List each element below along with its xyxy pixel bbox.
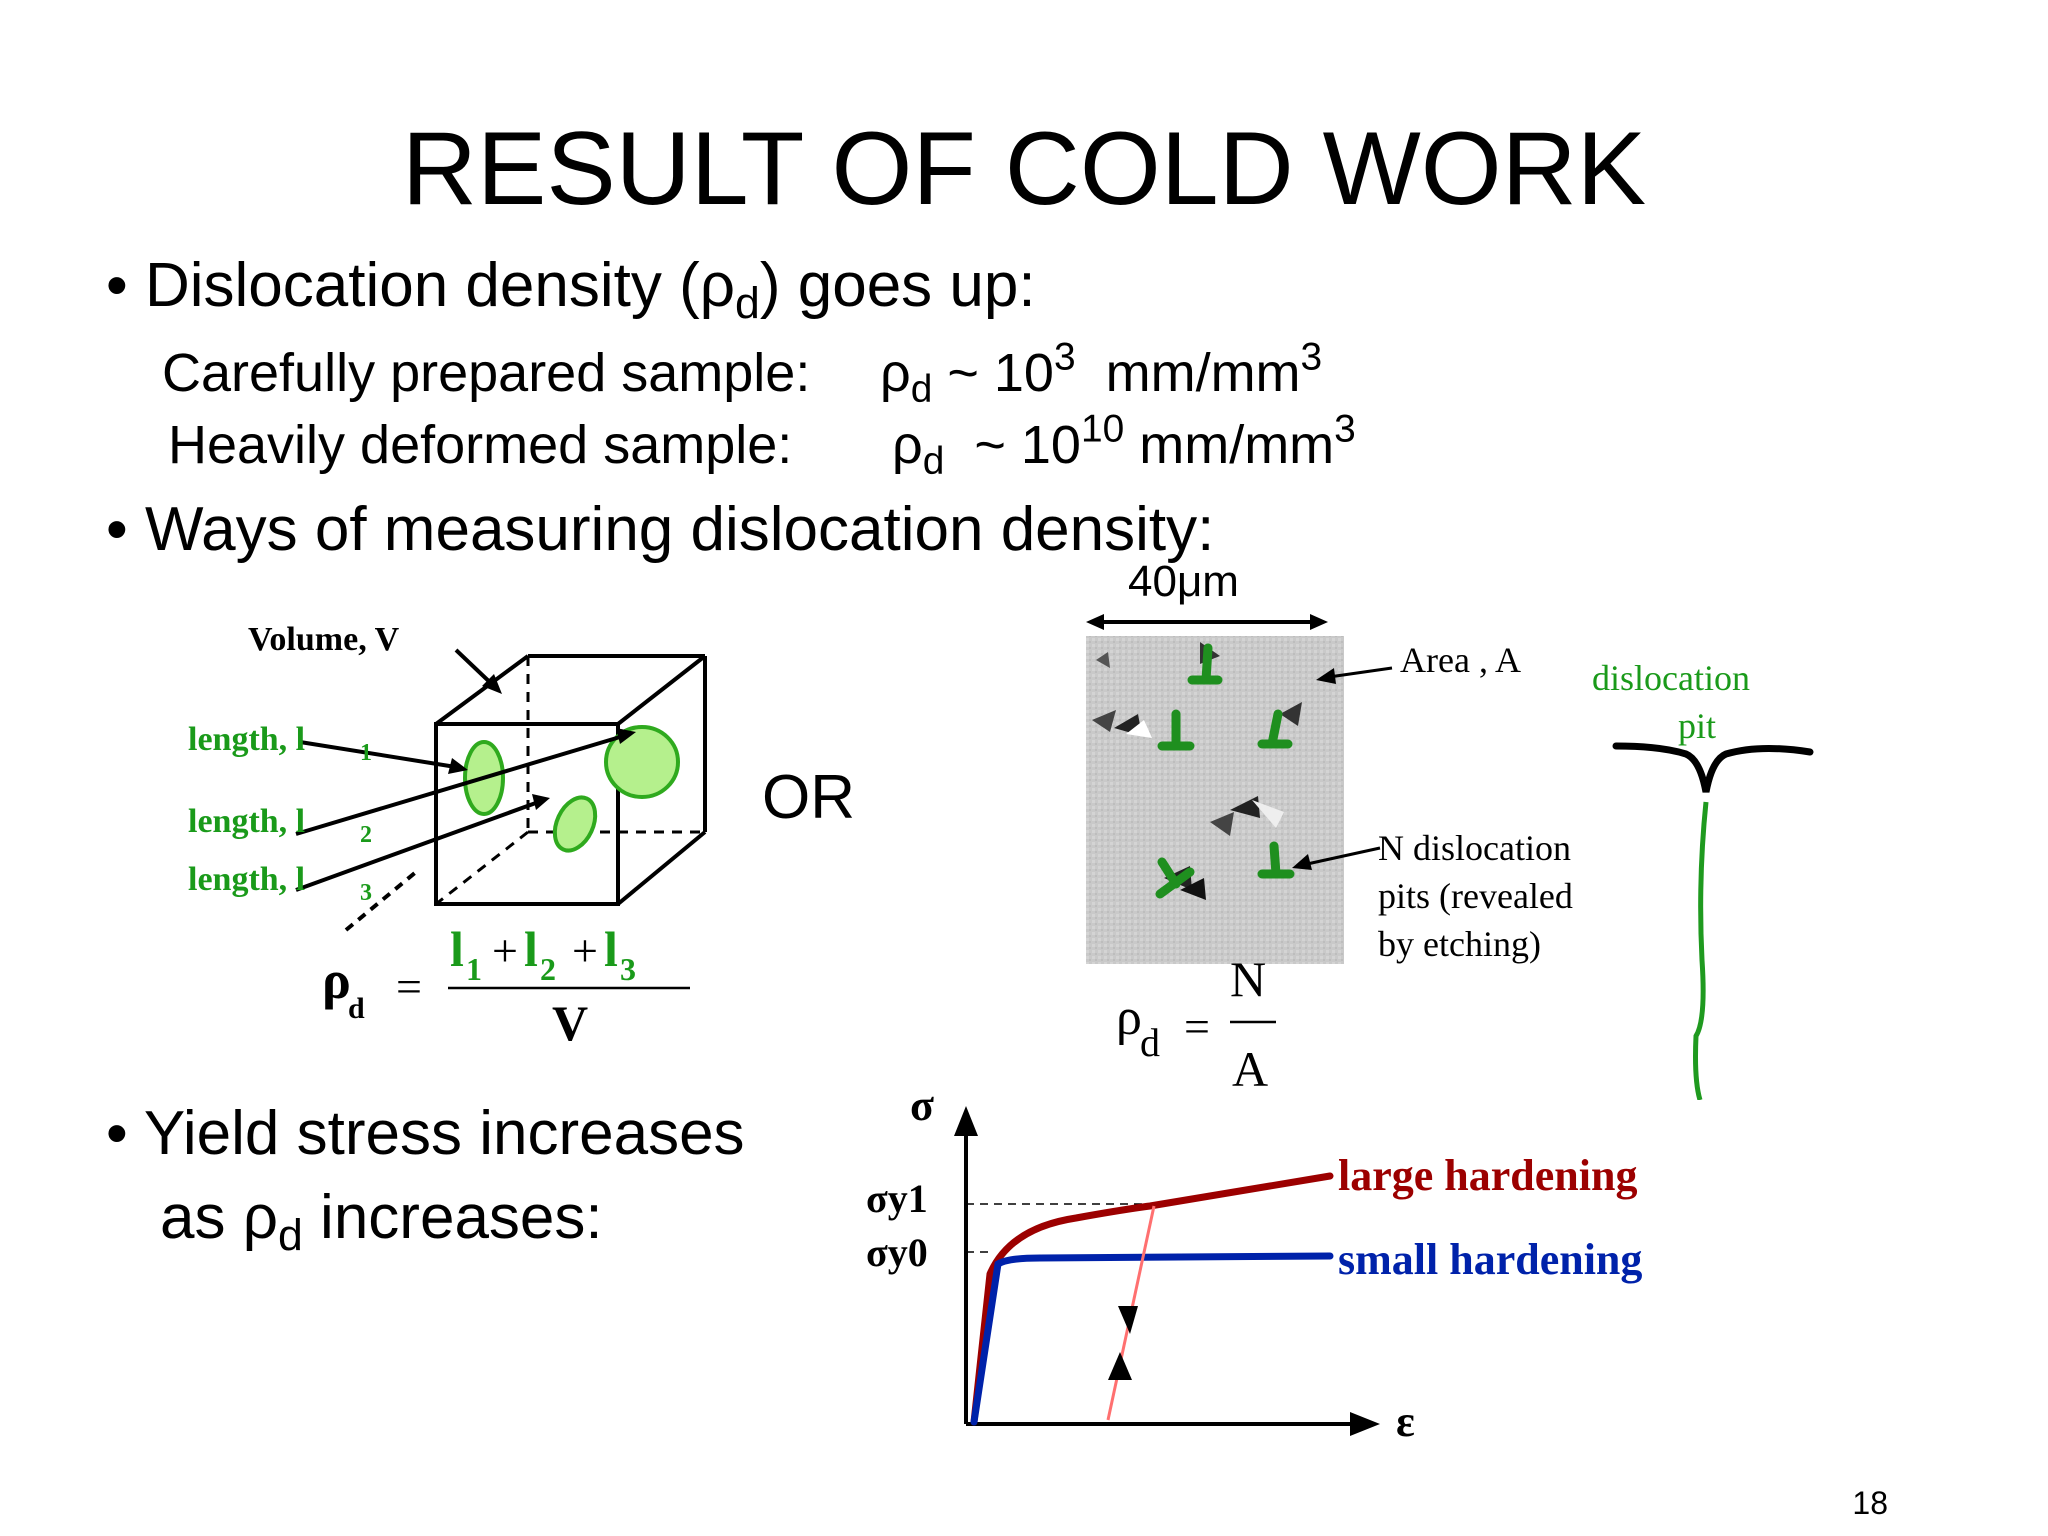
small-hardening-curve [970, 1252, 1334, 1426]
page-number: 18 [1852, 1485, 1888, 1521]
pits-pointer-head [1292, 854, 1312, 870]
bullet-text-pre: as [160, 1183, 243, 1252]
exponent: 10 [1080, 407, 1125, 451]
marker-arrow-up [1108, 1352, 1132, 1380]
pit-surface-profile [1612, 742, 1814, 793]
rho-symbol: ρ [242, 1183, 278, 1252]
cube-outline [434, 654, 707, 906]
bullet-dot: • [106, 495, 128, 564]
bullet-dot: • [106, 251, 128, 320]
area-label: Area , A [1400, 640, 1521, 680]
bullet-text: Ways of measuring dislocation density: [144, 495, 1215, 564]
rho-subscript: d [278, 1211, 303, 1261]
bullet-dot: • [106, 1099, 128, 1168]
scale-arrow-right [1310, 614, 1328, 630]
micrograph-figure: 40μm Area , A N dislocation pits (reveal… [1086, 560, 1814, 1100]
formula-rho-sub: d [348, 992, 365, 1025]
formula-numerator: N [1230, 951, 1266, 1007]
tick-sigma-y1: σy1 [866, 1176, 928, 1221]
marker-arrow-down [1118, 1306, 1138, 1334]
stress-strain-figure: σ ε σy1 σy0 large hardening small harden… [866, 1081, 1642, 1446]
volume-cube-figure: Volume, V length, l 1 length, l 2 length… [188, 621, 707, 1051]
exponent: 3 [1053, 335, 1076, 379]
dislocation-line [1693, 801, 1709, 1100]
careful-sample-value: ρd ~ 103 mm/mm3 [880, 338, 1322, 412]
formula-l2: l [524, 921, 538, 977]
heavy-sample-value: ρd ~ 1010 mm/mm3 [892, 410, 1356, 484]
rho-subscript: d [922, 439, 945, 483]
arrow-heads [448, 674, 636, 810]
micrograph-image [1086, 636, 1344, 964]
formula-denominator: V [552, 995, 588, 1051]
volume-label: Volume, V [248, 621, 400, 658]
length-label-3: length, l [188, 861, 305, 898]
bullet-text-pre: Dislocation density ( [144, 251, 700, 320]
approx-text: ~ 10 [947, 343, 1054, 403]
length-label-1: length, l [188, 721, 305, 758]
length-label-2: length, l [188, 803, 305, 840]
formula-l1-sub: 1 [466, 951, 482, 987]
cube-hidden-edges [435, 656, 705, 906]
unit-text: mm/mm [1139, 415, 1335, 475]
rho-symbol: ρ [892, 415, 923, 475]
formula-rho: ρ [1116, 989, 1142, 1046]
formula-l2-sub: 2 [540, 951, 556, 987]
bullet-yield-line1: • Yield stress increases [106, 1098, 745, 1169]
formula-l3-sub: 3 [620, 951, 636, 987]
formula-rho: ρ [322, 950, 351, 1010]
unit-exponent: 3 [1300, 335, 1323, 379]
bullet-text-post: ) goes up: [759, 251, 1036, 320]
pits-label-line1: N dislocation [1378, 828, 1571, 868]
large-hardening-label: large hardening [1338, 1151, 1637, 1200]
rho-subscript: d [910, 367, 933, 411]
scale-label: 40μm [1128, 560, 1239, 606]
heavy-sample-label: Heavily deformed sample: [168, 415, 793, 475]
scale-arrow-left [1086, 614, 1104, 630]
pits-label-line2: pits (revealed [1378, 876, 1573, 916]
small-hardening-label: small hardening [1338, 1235, 1642, 1284]
y-axis-arrow [954, 1106, 978, 1136]
rho-subscript: d [735, 279, 760, 329]
unit-text: mm/mm [1105, 343, 1301, 403]
careful-sample-label: Carefully prepared sample: [162, 343, 811, 403]
unit-exponent: 3 [1334, 407, 1356, 451]
area-pointer-head [1316, 668, 1336, 684]
bullet-ways: • Ways of measuring dislocation density: [106, 494, 1214, 565]
formula-plus-2: + [572, 925, 598, 976]
y-axis-label: σ [910, 1081, 934, 1130]
pits-pointer [1297, 846, 1381, 868]
formula-rho-sub: d [1140, 1020, 1160, 1065]
pits-label-line3: by etching) [1378, 924, 1541, 964]
bullet-text-post: increases: [302, 1183, 603, 1252]
pointer-arrows [295, 648, 631, 932]
dislocation-symbols [1155, 643, 1295, 899]
formula-l1: l [450, 921, 464, 977]
pit-caption-line2: pit [1678, 706, 1716, 746]
formula-plus-1: + [492, 925, 518, 976]
bullet-density-up: • Dislocation density (ρd) goes up: [106, 250, 1036, 329]
x-axis-arrow [1350, 1412, 1380, 1436]
rho-symbol: ρ [880, 343, 911, 403]
formula-equals: = [1184, 1001, 1210, 1052]
formula-denominator: A [1232, 1041, 1268, 1097]
bullet-yield-line2: as ρd increases: [160, 1182, 603, 1261]
approx-text: ~ 10 [974, 415, 1081, 475]
length-sub-1: 1 [360, 740, 372, 766]
length-sub-2: 2 [360, 822, 372, 848]
pit-caption-line1: dislocation [1592, 658, 1750, 698]
bullet-text: Yield stress increases [143, 1099, 745, 1168]
or-label: OR [762, 763, 855, 832]
large-hardening-curve [970, 1172, 1334, 1426]
tick-sigma-y0: σy0 [866, 1230, 928, 1275]
dislocation-loop-3 [604, 725, 680, 799]
formula-l3: l [604, 921, 618, 977]
formula-equals: = [396, 961, 422, 1012]
x-axis-label: ε [1396, 1397, 1415, 1446]
length-sub-3: 3 [360, 880, 372, 906]
slide-title: RESULT OF COLD WORK [401, 111, 1647, 227]
rho-symbol: ρ [699, 251, 736, 320]
dislocation-loop-2 [552, 795, 598, 853]
